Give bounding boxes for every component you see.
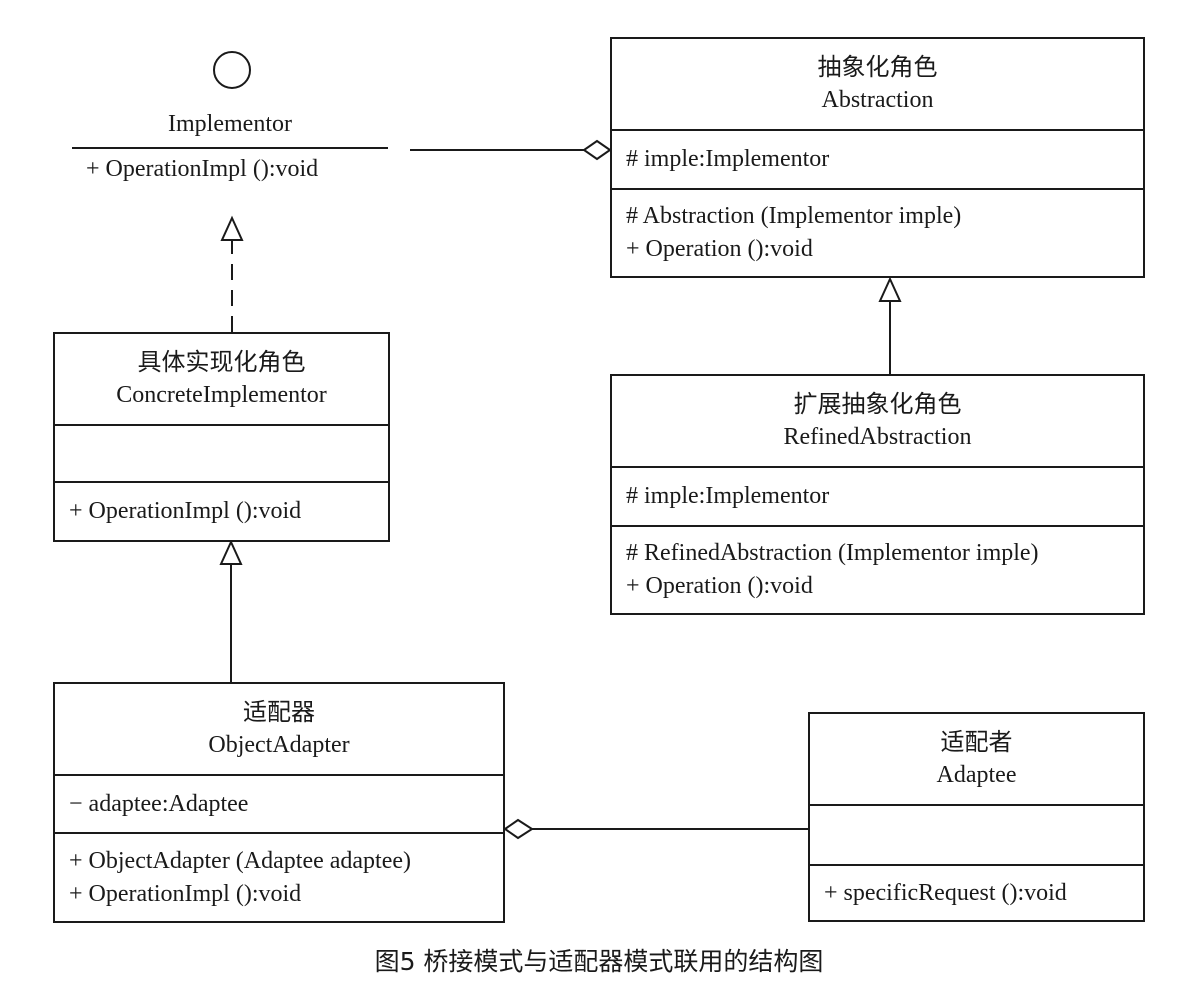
class-operation: + specificRequest ():void [824, 879, 1067, 906]
class-title-en: RefinedAbstraction [783, 424, 972, 450]
class-operation: # RefinedAbstraction (Implementor imple) [626, 540, 1039, 566]
class-title-cn: 抽象化角色 [817, 55, 938, 81]
class-operations: + specificRequest ():void [810, 864, 1143, 920]
hollow-diamond-icon [582, 139, 612, 161]
class-title-en: ObjectAdapter [208, 732, 350, 758]
figure-caption: 图5 桥接模式与适配器模式联用的结构图 [374, 947, 824, 976]
bridge-aggregation-connector [410, 139, 612, 161]
class-refined-abstraction: 扩展抽象化角色 RefinedAbstraction # imple:Imple… [610, 374, 1145, 615]
interface-name: Implementor [168, 111, 292, 137]
interface-divider [72, 147, 388, 149]
class-header: 扩展抽象化角色 RefinedAbstraction [612, 376, 1143, 466]
refinement-generalization-connector [878, 276, 902, 374]
class-operation: + Operation ():void [626, 573, 813, 599]
class-concrete-implementor: 具体实现化角色 ConcreteImplementor + OperationI… [53, 332, 390, 542]
hollow-triangle-icon [220, 215, 244, 241]
class-operations: + OperationImpl ():void [55, 481, 388, 540]
class-header: 具体实现化角色 ConcreteImplementor [55, 334, 388, 424]
class-operations: # Abstraction (Implementor imple) + Oper… [612, 188, 1143, 276]
adapter-generalization-connector [219, 539, 243, 682]
class-header: 抽象化角色 Abstraction [612, 39, 1143, 129]
class-adaptee: 适配者 Adaptee + specificRequest ():void [808, 712, 1145, 922]
interface-operation: + OperationImpl ():void [86, 156, 319, 182]
class-attributes: − adaptee:Adaptee [55, 774, 503, 832]
class-operation: + OperationImpl ():void [69, 498, 302, 524]
class-title-cn: 扩展抽象化角色 [793, 392, 962, 418]
class-title-en: Abstraction [821, 87, 934, 113]
interface-circle-icon [213, 51, 251, 89]
class-abstraction: 抽象化角色 Abstraction # imple:Implementor # … [610, 37, 1145, 278]
class-title-cn: 适配器 [243, 700, 315, 726]
class-header: 适配器 ObjectAdapter [55, 684, 503, 774]
class-header: 适配者 Adaptee [810, 714, 1143, 804]
class-operation: + Operation ():void [626, 236, 813, 262]
realization-connector [220, 215, 244, 332]
class-attributes: # imple:Implementor [612, 466, 1143, 525]
class-attribute: # imple:Implementor [626, 483, 830, 509]
class-title-cn: 具体实现化角色 [137, 350, 306, 376]
hollow-triangle-icon [219, 539, 243, 565]
class-operation: + ObjectAdapter (Adaptee adaptee) [69, 847, 412, 874]
class-title-en: ConcreteImplementor [116, 382, 327, 408]
class-attributes: # imple:Implementor [612, 129, 1143, 188]
adapter-aggregation-connector [503, 818, 808, 840]
class-attribute: − adaptee:Adaptee [69, 790, 249, 817]
class-attributes-empty [810, 804, 1143, 864]
class-operations: + ObjectAdapter (Adaptee adaptee) + Oper… [55, 832, 503, 921]
class-operations: # RefinedAbstraction (Implementor imple)… [612, 525, 1143, 613]
class-object-adapter: 适配器 ObjectAdapter − adaptee:Adaptee + Ob… [53, 682, 505, 923]
class-attribute: # imple:Implementor [626, 146, 830, 172]
class-title-cn: 适配者 [940, 730, 1013, 756]
hollow-diamond-icon [503, 818, 534, 840]
class-operation: + OperationImpl ():void [69, 880, 302, 907]
class-title-en: Adaptee [936, 762, 1017, 788]
class-operation: # Abstraction (Implementor imple) [626, 203, 962, 229]
hollow-triangle-icon [878, 276, 902, 302]
class-attributes-empty [55, 424, 388, 481]
